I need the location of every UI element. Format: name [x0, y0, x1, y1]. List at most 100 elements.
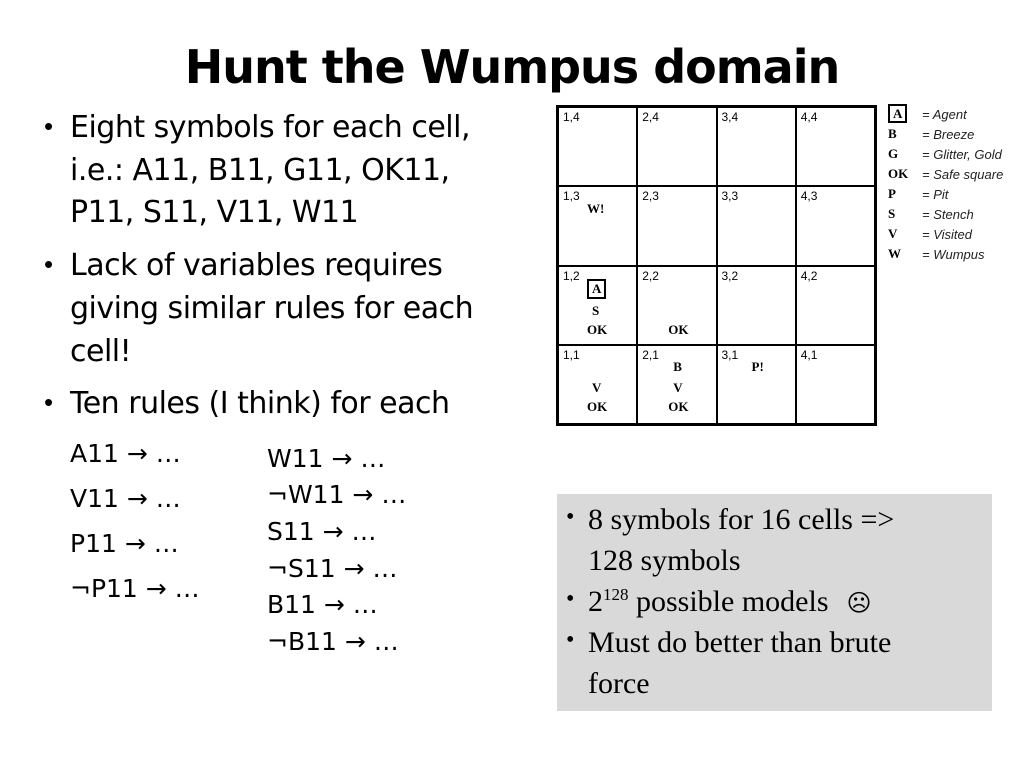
cell-coord: 1,2 — [563, 268, 580, 283]
rule: B11 → … — [267, 590, 378, 619]
rule: W11 → … — [267, 444, 386, 473]
legend-value: = Breeze — [922, 126, 975, 142]
summary-box — [557, 494, 992, 711]
rule: ¬P11 → … — [70, 574, 200, 603]
cell-coord: 1,1 — [563, 347, 580, 362]
cell-coord: 1,4 — [563, 110, 580, 124]
box-text: 2128 possible models ☹ — [588, 585, 872, 619]
grid-cell: 2,4 — [637, 107, 717, 187]
power-base: 2 — [588, 585, 603, 618]
rule: V11 → … — [70, 484, 181, 513]
cell-coord: 3,1 — [721, 347, 739, 362]
grid-cell: 4,2 — [795, 265, 875, 345]
box-text-rest: possible models — [628, 585, 829, 618]
legend-value: = Wumpus — [922, 246, 985, 262]
rule: S11 → … — [267, 517, 377, 546]
legend-value: = Pit — [922, 186, 949, 202]
legend-key: B — [888, 126, 897, 141]
power-exponent: 128 — [603, 585, 629, 604]
legend-key: A — [888, 104, 922, 123]
legend-item: B = Breeze — [888, 124, 1003, 144]
cell-coord: 2,4 — [642, 110, 659, 124]
bullet: • — [566, 504, 575, 530]
legend-key: V — [888, 226, 898, 241]
sad-face-icon: ☹ — [846, 589, 872, 617]
cell-mark: OK — [668, 321, 689, 337]
rule: ¬W11 → … — [267, 480, 407, 509]
cell-mark: W! — [587, 201, 605, 217]
bullet: • — [44, 249, 54, 279]
cell-coord: 3,3 — [721, 189, 739, 204]
slide-title: Hunt the Wumpus domain — [184, 40, 840, 94]
cell-coord: 4,4 — [800, 110, 818, 124]
grid-cell: 3,4 — [716, 107, 796, 187]
bullet-text: Ten rules (I think) for each — [70, 386, 450, 421]
bullet: • — [44, 387, 54, 417]
legend-item: OK = Safe square — [888, 164, 1003, 184]
legend: A = Agent B = Breeze G = Glitter, Gold OK = … — [888, 104, 1003, 264]
box-text: force — [588, 667, 650, 700]
legend-value: = Glitter, Gold — [922, 146, 1002, 162]
bullet: • — [566, 586, 575, 612]
cell-coord: 3,2 — [721, 268, 739, 283]
legend-value: = Agent — [922, 106, 967, 122]
legend-key: W — [888, 246, 901, 261]
grid-cell: 2,3 — [637, 186, 717, 266]
bullet-text: Lack of variables requires — [70, 248, 443, 283]
legend-value: = Safe square — [922, 166, 1004, 182]
legend-item: G = Glitter, Gold — [888, 144, 1003, 164]
agent-key: A — [888, 104, 908, 123]
bullet-text: cell! — [70, 334, 132, 369]
legend-item: S = Stench — [888, 204, 1003, 224]
legend-value: = Stench — [922, 206, 974, 222]
cell-mark: P! — [751, 358, 764, 374]
legend-value: = Visited — [922, 226, 972, 242]
legend-key: P — [888, 186, 896, 201]
cell-coord: 2,2 — [642, 268, 659, 283]
bullet: • — [566, 627, 575, 653]
bullet-text: Eight symbols for each cell, — [70, 110, 470, 145]
cell-coord: 1,3 — [563, 189, 580, 204]
bullet-text: i.e.: A11, B11, G11, OK11, — [70, 153, 450, 188]
rule: ¬B11 → … — [267, 627, 399, 656]
cell-mark: OK — [587, 398, 608, 414]
box-text: 8 symbols for 16 cells => — [588, 503, 895, 536]
cell-mark: B — [673, 358, 682, 374]
legend-key: OK — [888, 166, 909, 181]
rule: A11 → … — [70, 439, 181, 468]
cell-coord: 4,1 — [800, 347, 818, 362]
grid-cell: 3,2 — [716, 265, 796, 345]
cell-coord: 2,3 — [642, 189, 659, 204]
grid-cell: 3,3 — [716, 186, 796, 266]
cell-coord: 4,2 — [800, 268, 818, 283]
box-text: Must do better than brute — [588, 626, 892, 659]
cell-coord: 2,1 — [642, 347, 659, 362]
cell-mark: OK — [587, 321, 608, 337]
bullet-text: giving similar rules for each — [70, 291, 474, 326]
legend-key: S — [888, 206, 896, 221]
legend-item: W = Wumpus — [888, 244, 1003, 264]
agent-mark: A — [587, 278, 607, 299]
cell-coord: 3,4 — [721, 110, 739, 124]
rule: P11 → … — [70, 529, 179, 558]
bullet-text: P11, S11, V11, W11 — [70, 195, 359, 230]
legend-key: G — [888, 146, 899, 161]
rule: ¬S11 → … — [267, 554, 398, 583]
grid-cell: 1,4 — [558, 107, 638, 187]
box-text: 128 symbols — [588, 544, 741, 577]
grid-cell: 4,3 — [795, 186, 875, 266]
cell-mark: S — [592, 302, 600, 318]
cell-coord: 4,3 — [800, 189, 818, 204]
cell-mark: OK — [668, 398, 689, 414]
cell-mark: V — [592, 379, 602, 395]
legend-item: P = Pit — [888, 184, 1003, 204]
bullet: • — [44, 111, 54, 141]
grid-cell: 4,4 — [795, 107, 875, 187]
